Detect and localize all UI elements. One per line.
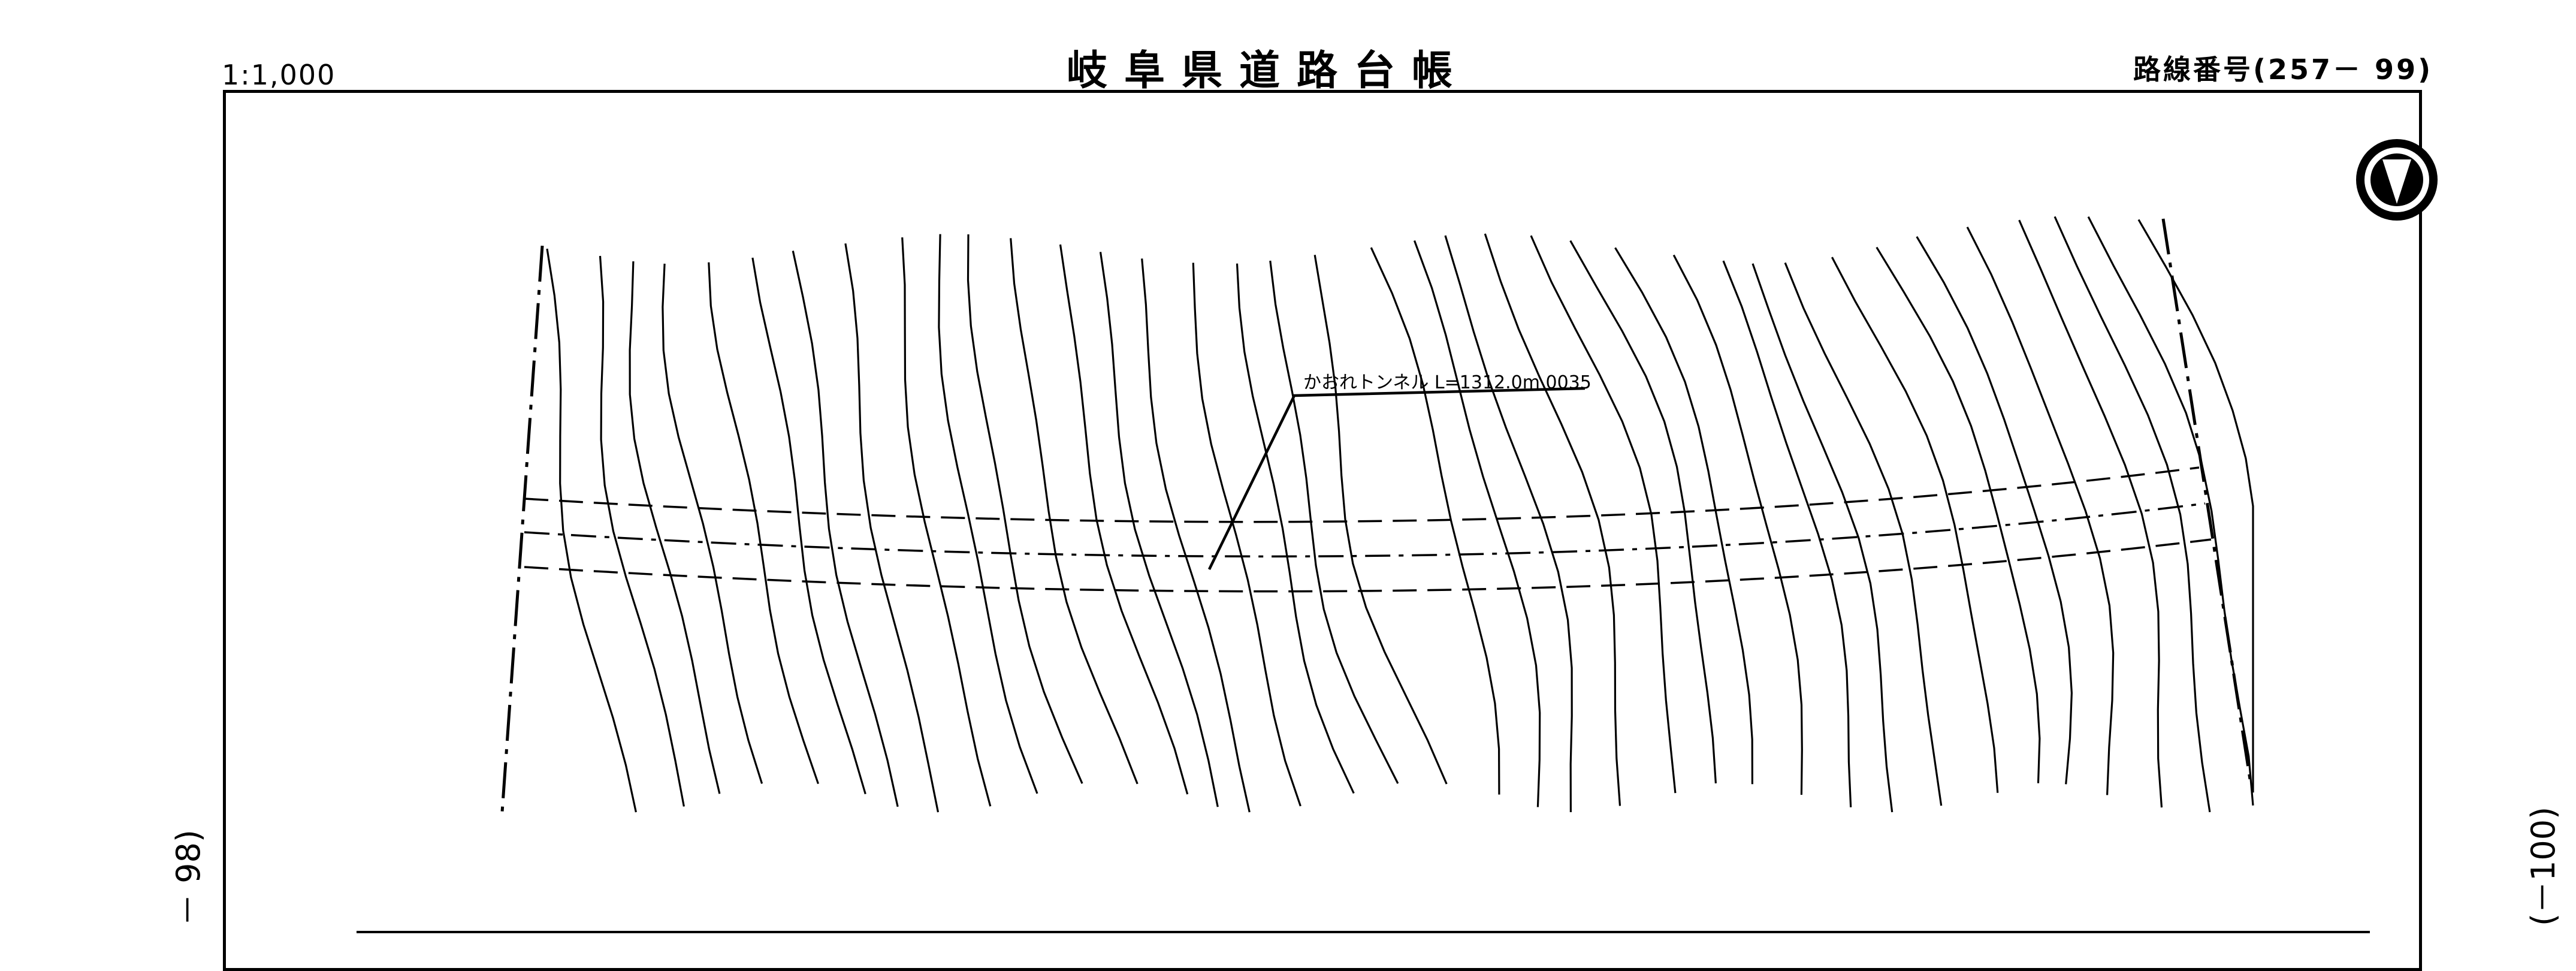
contour-line bbox=[599, 255, 685, 807]
contour-lines bbox=[546, 216, 2254, 813]
road-centerline bbox=[524, 502, 2206, 558]
route-number-label: 路線番号(257－ 99) bbox=[2133, 53, 2433, 86]
contour-line bbox=[2018, 219, 2163, 808]
contour-line bbox=[1722, 260, 1852, 807]
contour-line bbox=[1010, 238, 1138, 785]
contour-line bbox=[967, 234, 1083, 784]
scale-label: 1:1,000 bbox=[222, 59, 336, 91]
road-edge-lower bbox=[524, 538, 2212, 593]
tunnel-leader-line bbox=[1207, 387, 1586, 570]
contour-line bbox=[546, 248, 637, 813]
sheet-title: 岐阜県道路台帳 bbox=[1067, 47, 1470, 95]
next-sheet-label: (－100) bbox=[2524, 806, 2562, 926]
contour-line bbox=[844, 243, 940, 813]
contour-line bbox=[1370, 247, 1500, 795]
contour-line bbox=[1141, 258, 1251, 813]
contour-line bbox=[901, 237, 992, 807]
contour-line bbox=[708, 262, 820, 785]
contour-line bbox=[1876, 246, 2041, 783]
contour-line bbox=[2087, 216, 2254, 806]
contour-line bbox=[1784, 262, 1943, 806]
contour-line bbox=[1099, 252, 1219, 807]
contour-line bbox=[629, 261, 721, 794]
north-arrow-icon bbox=[2356, 139, 2438, 221]
road-edge-upper bbox=[524, 466, 2200, 523]
section-boundary-left bbox=[500, 245, 544, 813]
tunnel-annotation: かおれトンネル L=1312.0m 0035 bbox=[1207, 372, 1591, 570]
contour-line bbox=[1413, 240, 1541, 807]
contour-line bbox=[751, 257, 866, 795]
contour-line bbox=[2137, 219, 2254, 793]
contour-line bbox=[1916, 236, 2073, 785]
contour-line bbox=[1672, 254, 1803, 795]
tunnel-label: かおれトンネル L=1312.0m 0035 bbox=[1303, 372, 1591, 393]
road-map-drawing: かおれトンネル L=1312.0m 0035 bbox=[357, 216, 2370, 933]
contour-line bbox=[792, 251, 899, 807]
contour-line bbox=[1059, 244, 1189, 795]
contour-line bbox=[1831, 257, 1999, 793]
section-boundary-right bbox=[2161, 218, 2252, 780]
road-alignment bbox=[524, 466, 2212, 593]
previous-sheet-label: － 98) bbox=[170, 830, 207, 926]
contour-line bbox=[1966, 227, 2115, 795]
contour-line bbox=[2053, 216, 2211, 813]
contour-line bbox=[1444, 235, 1573, 813]
contour-line bbox=[1751, 263, 1894, 813]
contour-line bbox=[1236, 263, 1355, 794]
contour-line bbox=[1313, 255, 1448, 785]
contour-line bbox=[1484, 233, 1621, 806]
contour-line bbox=[1614, 247, 1753, 785]
contour-line bbox=[938, 234, 1038, 794]
contour-line bbox=[662, 263, 763, 784]
contour-line bbox=[1192, 263, 1301, 807]
section-boundaries bbox=[500, 218, 2252, 813]
